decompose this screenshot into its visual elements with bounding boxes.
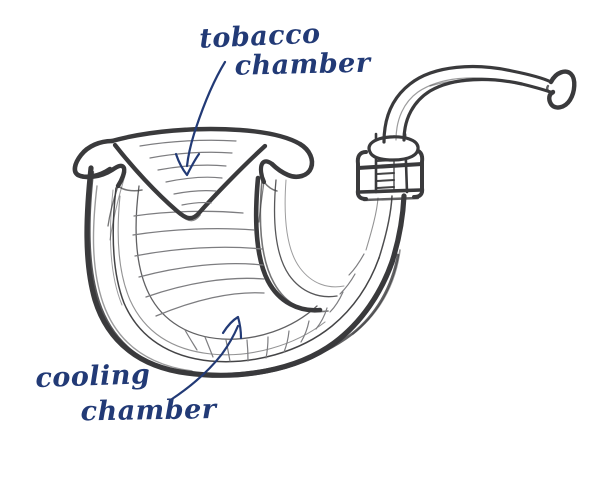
tobacco-chamber-arrow-line — [185, 60, 227, 168]
cooling-chamber-hatching — [109, 189, 365, 362]
stem-ring — [367, 135, 420, 162]
annotation-arrows — [170, 60, 243, 401]
tobacco-chamber-arrowhead — [174, 152, 201, 177]
mouthpiece — [546, 69, 577, 110]
annotation-tobacco-chamber-line2: chamber — [234, 48, 371, 83]
gourd-body — [84, 165, 407, 378]
annotation-tobacco-chamber: tobacco chamber — [199, 18, 371, 84]
cooling-chamber-arrowhead — [221, 315, 243, 340]
annotation-cooling-chamber-line2: chamber — [80, 394, 217, 428]
cooling-chamber-arrow-line — [170, 324, 240, 401]
stem — [382, 64, 555, 144]
annotation-cooling-chamber-line1: cooling — [34, 359, 151, 395]
bowl-rim — [72, 126, 315, 241]
annotation-cooling-chamber: cooling chamber — [35, 359, 217, 430]
